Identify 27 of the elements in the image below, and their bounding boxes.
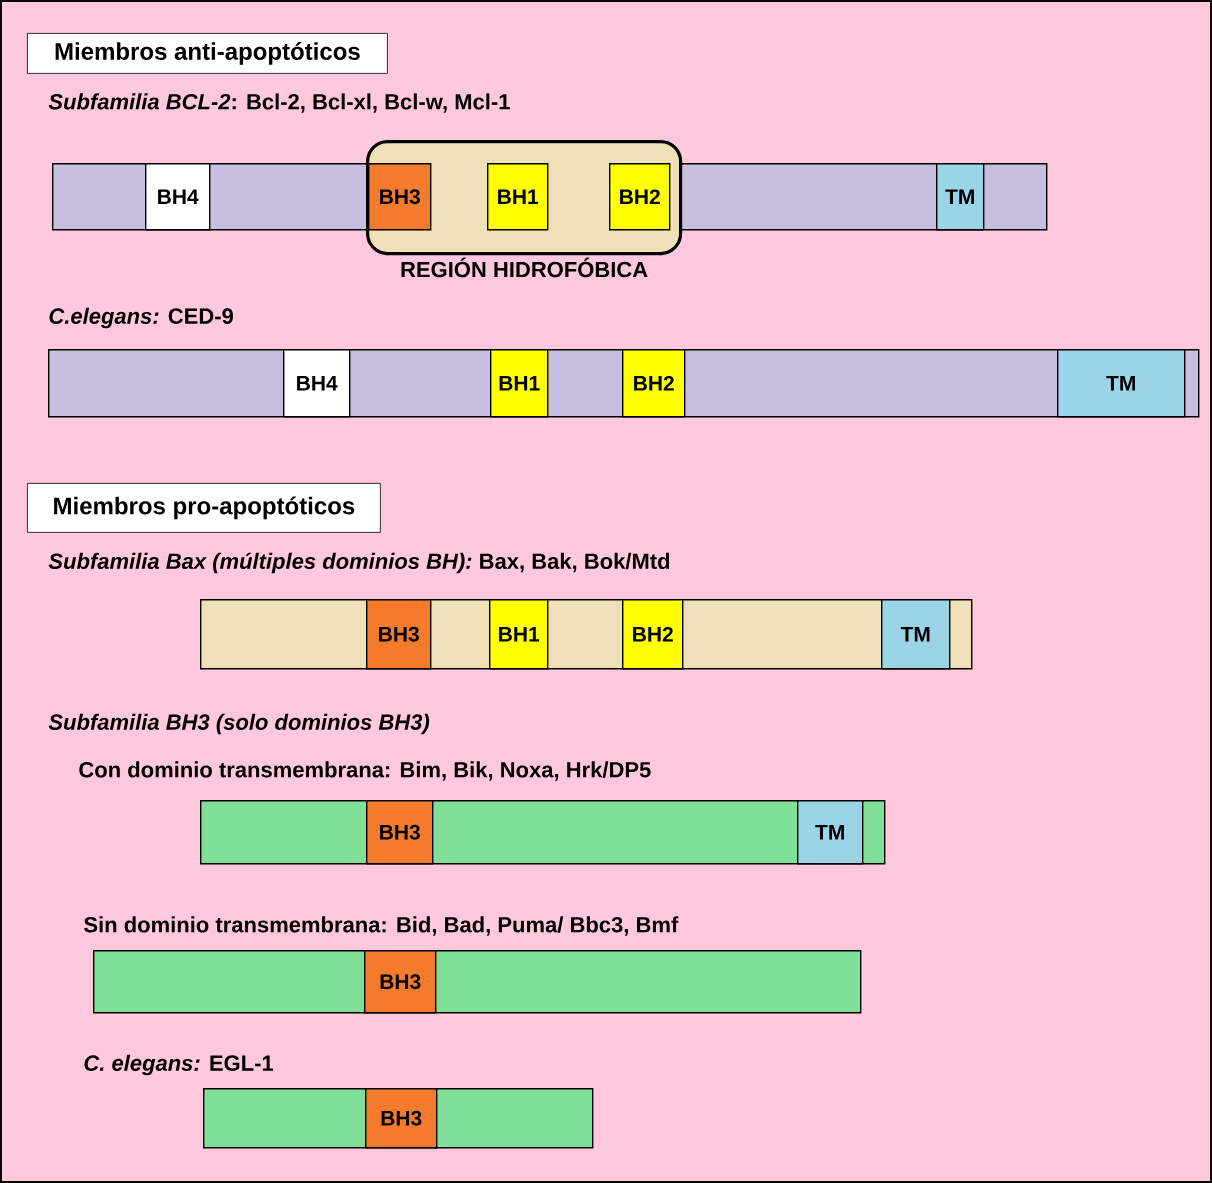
section-header-box: Miembros anti-apoptóticos bbox=[27, 33, 388, 74]
section-header-box: Miembros pro-apoptóticos bbox=[27, 483, 381, 533]
domain-box: BH3 bbox=[365, 1088, 438, 1149]
node-label: REGIÓN HIDROFÓBICA bbox=[401, 257, 648, 278]
species-label: Subfamilia BH3 (solo dominios BH3) bbox=[48, 713, 430, 735]
species-label: Sin dominio transmembrana: Bid, Bad, Puma/ Bbc3, Bmf bbox=[84, 916, 679, 936]
domain-box: BH3 bbox=[366, 599, 432, 670]
domain-box: BH4 bbox=[145, 163, 211, 231]
species-label: Subfamilia Bax (múltiples dominios BH): Bax, Bak, Bok/Mtd bbox=[48, 552, 670, 574]
species-label: Subfamilia BCL-2: Bcl-2, Bcl-xl, Bcl-w, Mcl-1 bbox=[48, 93, 510, 113]
domain-box: BH4 bbox=[283, 349, 351, 418]
domain-box: BH3 bbox=[368, 163, 432, 231]
domain-box: TM bbox=[936, 163, 985, 231]
domain-box: BH1 bbox=[487, 163, 549, 231]
domain-box: BH2 bbox=[622, 349, 686, 418]
domain-box: BH1 bbox=[490, 349, 549, 418]
species-label: C. elegans: EGL-1 bbox=[84, 1054, 274, 1076]
domain-box: TM bbox=[1057, 349, 1186, 418]
domain-box: BH2 bbox=[622, 599, 684, 670]
species-label: C.elegans: CED-9 bbox=[49, 307, 233, 329]
domain-box: BH1 bbox=[489, 599, 549, 670]
domain-box: TM bbox=[881, 599, 951, 670]
domain-box: BH3 bbox=[366, 800, 434, 865]
domain-box: BH2 bbox=[609, 163, 671, 231]
species-label: Con dominio transmembrana: Bim, Bik, Noxa, Hrk/DP5 bbox=[79, 761, 651, 781]
domain-box: TM bbox=[797, 800, 864, 865]
domain-box: BH3 bbox=[364, 950, 437, 1014]
